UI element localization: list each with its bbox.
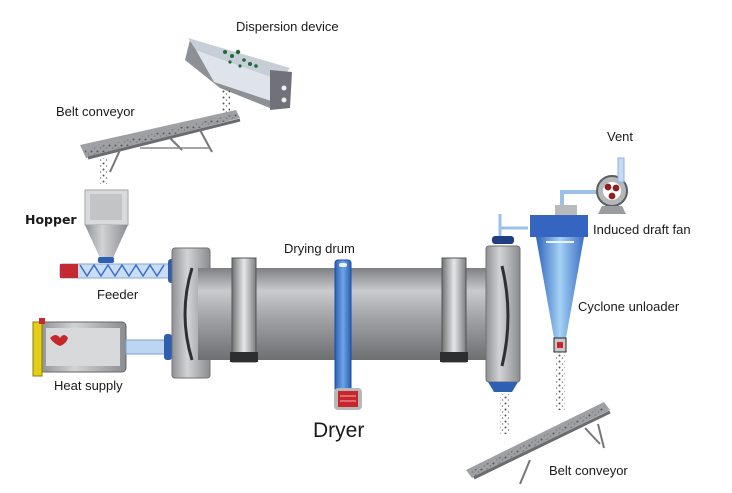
label-vent: Vent: [607, 129, 634, 144]
material-stream: [556, 352, 565, 410]
heat-supply: [32, 318, 172, 377]
label-hopper: Hopper: [25, 212, 77, 227]
belt-conveyor-bottom: [466, 402, 611, 485]
label-drying-drum: Drying drum: [284, 241, 355, 256]
material-stream: [100, 158, 108, 184]
tire-ring-right: [440, 257, 468, 363]
label-induced-draft-fan: Induced draft fan: [593, 222, 691, 237]
outlet-housing: [485, 214, 528, 392]
label-belt-conveyor-bottom: Belt conveyor: [549, 463, 628, 478]
label-heat-supply: Heat supply: [54, 378, 123, 393]
inlet-flange: [183, 267, 194, 361]
label-feeder: Feeder: [97, 287, 139, 302]
tire-ring-left: [230, 257, 258, 363]
dispersion-device: [185, 38, 292, 110]
label-dispersion-device: Dispersion device: [236, 19, 339, 34]
label-cyclone-unloader: Cyclone unloader: [578, 299, 680, 314]
cyclone-unloader: [530, 205, 588, 353]
hopper: [84, 189, 129, 263]
feeder: [59, 259, 176, 283]
drive-gear: [334, 259, 362, 410]
material-stream: [500, 394, 509, 434]
label-belt-conveyor-top: Belt conveyor: [56, 104, 135, 119]
induced-draft-fan: [560, 157, 628, 214]
material-stream: [222, 88, 230, 116]
belt-conveyor-top: [80, 110, 241, 173]
diagram-title: Dryer: [313, 419, 365, 442]
